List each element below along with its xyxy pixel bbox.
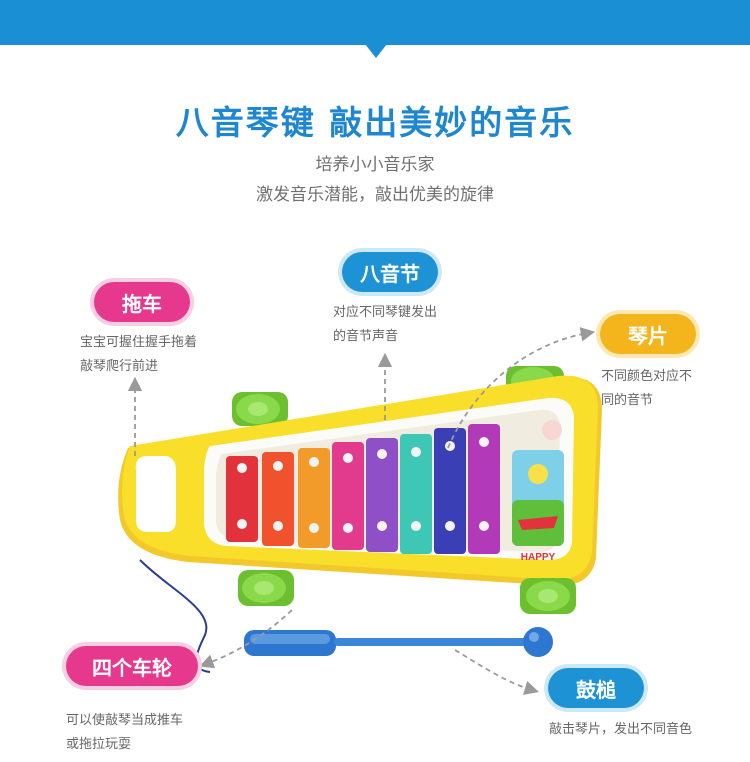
label-gubang: 鼓槌 [548,668,644,708]
pointer-qinpian [447,327,596,449]
wheel-top-left [232,392,288,426]
banner-notch [365,44,387,58]
key-5 [366,438,398,552]
label-qinpian: 琴片 [600,314,696,354]
label-bayinjie: 八音节 [342,252,438,292]
top-banner [0,0,750,45]
key-4 [332,442,364,550]
subtitle-line-2: 激发音乐潜能，敲出优美的旋律 [256,185,494,205]
wheel-bottom-right [520,578,576,614]
desc-bayinjie-line-1: 对应不同琴键发出 [333,305,438,320]
happy-sticker [512,450,564,546]
desc-qinpian-line-2: 同的音节 [601,393,654,408]
pointer-sigechelun [199,609,293,669]
page-title: 八音琴键 敲出美妙的音乐 [175,103,575,142]
xylophone-keys [226,424,500,554]
key-2 [262,452,294,546]
wheel-bottom-left [238,570,294,606]
desc-tuoche-line-2: 敲琴爬行前进 [80,359,159,374]
sticker-text: HAPPY [521,552,556,563]
key-1 [226,456,258,542]
key-6 [400,434,432,554]
desc-qinpian-line-1: 不同颜色对应不 [601,369,693,384]
key-7 [434,428,466,554]
key-3 [298,448,330,548]
desc-sigechelun-line-1: 可以使敲琴当成推车 [66,713,184,728]
pointer-gubang [454,649,539,695]
subtitle-line-1: 培养小小音乐家 [315,155,435,175]
desc-sigechelun-line-2: 或拖拉玩耍 [66,737,132,752]
desc-tuoche-line-1: 宝宝可握住握手拖着 [80,335,198,350]
key-8 [468,424,500,554]
label-sigechelun: 四个车轮 [66,646,198,686]
mallet [244,627,553,657]
desc-bayinjie-line-2: 的音节声音 [333,329,399,344]
desc-gubang: 敲击琴片，发出不同音色 [549,722,693,737]
label-tuoche: 拖车 [94,282,190,322]
